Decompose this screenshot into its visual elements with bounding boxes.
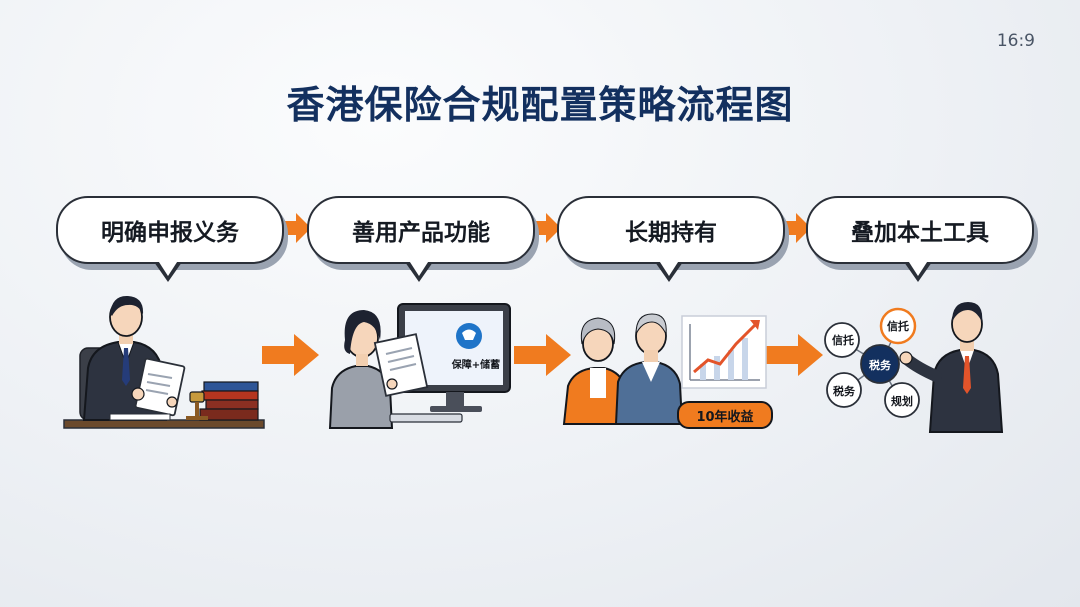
step-bubble-4: 叠加本土工具 bbox=[806, 196, 1034, 282]
node-tax: 税务 bbox=[833, 385, 855, 398]
step-arrow-icon-3 bbox=[776, 213, 811, 243]
step-bubble-2: 善用产品功能 bbox=[307, 196, 535, 282]
ten-year-return-badge: 10年收益 bbox=[677, 401, 773, 429]
screen-product-text: 保障+储蓄 bbox=[451, 360, 501, 371]
node-trust-1: 信托 bbox=[832, 334, 854, 347]
scene-arrow-icon-2 bbox=[514, 334, 571, 376]
node-planning: 规划 bbox=[891, 395, 913, 408]
page-title: 香港保险合规配置策略流程图 bbox=[286, 83, 794, 127]
step-label-1: 明确申报义务 bbox=[101, 220, 239, 246]
scene-long-term-illustration bbox=[562, 313, 767, 425]
step-label-3: 长期持有 bbox=[625, 220, 717, 246]
node-trust-2: 信托 bbox=[887, 320, 909, 333]
step-arrow-icon-2 bbox=[526, 213, 561, 243]
step-bubble-3: 长期持有 bbox=[557, 196, 785, 282]
scene-local-tools-illustration bbox=[824, 302, 1004, 433]
scene-arrow-icon-1 bbox=[262, 334, 319, 376]
scene-declaration-illustration bbox=[63, 295, 265, 429]
bubble-tail-3 bbox=[655, 259, 683, 282]
aspect-ratio-label: 16:9 bbox=[996, 31, 1035, 51]
scene-arrow-icon-3 bbox=[766, 334, 823, 376]
bubble-tail-4 bbox=[904, 259, 932, 282]
step-arrow-icon-1 bbox=[276, 213, 311, 243]
bubble-tail-1 bbox=[154, 259, 182, 282]
step-label-2: 善用产品功能 bbox=[352, 220, 490, 246]
scene-product-illustration bbox=[328, 303, 511, 429]
step-label-4: 叠加本土工具 bbox=[851, 220, 989, 246]
node-tax-center: 税务 bbox=[869, 359, 891, 372]
step-bubble-1: 明确申报义务 bbox=[56, 196, 284, 282]
bubble-tail-2 bbox=[405, 259, 433, 282]
badge-label: 10年收益 bbox=[696, 409, 754, 425]
